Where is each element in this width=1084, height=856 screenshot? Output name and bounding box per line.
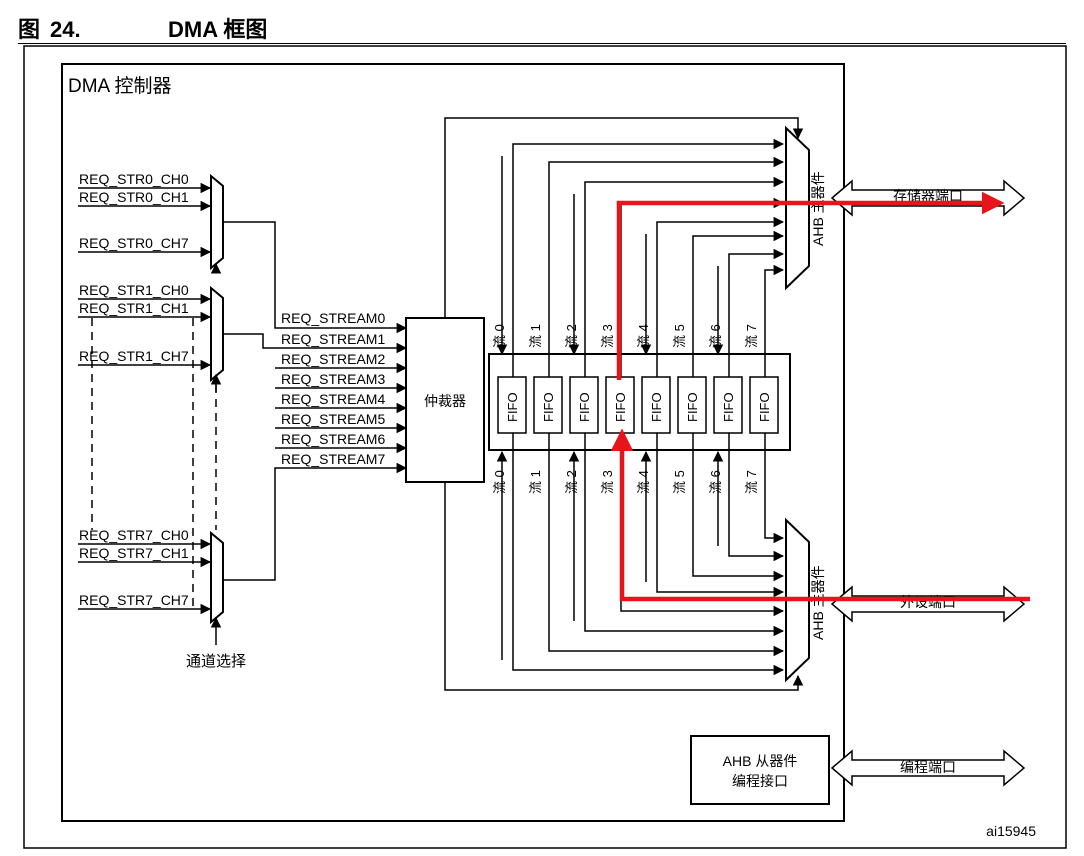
programming-port-arrow xyxy=(830,749,1026,787)
memory-port-arrow xyxy=(830,179,1026,217)
stream-label-upper-0: 流 0 xyxy=(492,324,507,348)
req-str0-ch7: REQ_STR0_CH7 xyxy=(79,235,189,251)
fifo-label-2: FIFO xyxy=(577,392,592,422)
ahb-master-upper-label: AHB 主器件 xyxy=(810,171,826,246)
fifo-upper-wire-7 xyxy=(764,264,785,377)
ahb-slave-line2: 编程接口 xyxy=(732,773,788,789)
ahb-master-upper xyxy=(785,125,810,291)
request-group-str0 xyxy=(78,182,212,258)
stream-label-lower-3: 流 3 xyxy=(600,470,615,494)
fifo-upper-wire-0 xyxy=(512,138,785,377)
req-str7-ch0: REQ_STR7_CH0 xyxy=(79,527,189,543)
arbiter-label: 仲裁器 xyxy=(424,393,466,409)
fifo-wires xyxy=(496,138,785,676)
stream-label-upper-5: 流 5 xyxy=(672,324,687,348)
fifo-lower-wire-7 xyxy=(764,433,785,544)
req-str1-ch7: REQ_STR1_CH7 xyxy=(79,348,189,364)
fifo-label-3: FIFO xyxy=(613,392,628,422)
fifo-4 xyxy=(641,376,671,434)
fifo-label-1: FIFO xyxy=(541,392,556,422)
req-stream7: REQ_STREAM7 xyxy=(281,451,385,467)
req-str0-ch1: REQ_STR0_CH1 xyxy=(79,189,189,205)
fifo-lower-wire-0 xyxy=(512,433,785,676)
fifo-lower-wire-1 xyxy=(548,433,785,657)
req-stream3: REQ_STREAM3 xyxy=(281,371,385,387)
req-stream0: REQ_STREAM0 xyxy=(281,310,385,326)
arbiter-loops xyxy=(444,117,804,691)
fifo-cells: FIFO 流 0 流 0 FIFO 流 1 流 1 FIFO 流 2 流 2 FIFO 流 3 流 3… xyxy=(492,324,779,494)
req-str1-ch1: REQ_STR1_CH1 xyxy=(79,300,189,316)
ahb-slave-box xyxy=(690,735,830,805)
fifo-label-5: FIFO xyxy=(685,392,700,422)
req-str1-ch0: REQ_STR1_CH0 xyxy=(79,282,189,298)
fifo-lower-wire-4 xyxy=(656,433,785,598)
stream-label-lower-7: 流 7 xyxy=(744,470,759,494)
figure-label: 图 xyxy=(18,17,41,42)
fifo-lower-wire-5 xyxy=(692,433,785,582)
stream-wiring xyxy=(223,221,408,581)
fifo-lower-wire-2 xyxy=(584,433,785,637)
stream-label-upper-6: 流 6 xyxy=(708,324,723,348)
stream-label-lower-2: 流 2 xyxy=(564,470,579,494)
fifo-upper-wire-5 xyxy=(692,230,785,377)
peripheral-port-label: 外设端口 xyxy=(900,594,956,610)
request-group-str1 xyxy=(78,293,212,371)
req-stream1: REQ_STREAM1 xyxy=(281,331,385,347)
peripheral-path xyxy=(610,428,1030,602)
fifo-label-7: FIFO xyxy=(757,392,772,422)
stream-label-upper-3: 流 3 xyxy=(600,324,615,348)
dashed-continuation xyxy=(91,318,217,610)
fifo-7 xyxy=(749,376,779,434)
fifo-label-0: FIFO xyxy=(505,392,520,422)
figure-id: ai15945 xyxy=(986,823,1036,839)
req-stream4: REQ_STREAM4 xyxy=(281,391,385,407)
programming-port-label: 编程端口 xyxy=(900,759,956,775)
controller-box xyxy=(61,63,845,822)
figure-caption: 图 24. DMA 框图 xyxy=(18,12,267,44)
fifo-upper-wire-1 xyxy=(548,156,785,377)
req-str0-ch0: REQ_STR0_CH0 xyxy=(79,171,189,187)
controller-title: DMA 控制器 xyxy=(68,75,171,97)
request-group-str7 xyxy=(78,538,212,615)
stream-label-upper-4: 流 4 xyxy=(636,324,651,348)
memory-path xyxy=(616,191,1005,380)
req-str7-ch1: REQ_STR7_CH1 xyxy=(79,545,189,561)
outer-frame xyxy=(23,45,1067,849)
channel-select-label: 通道选择 xyxy=(186,653,246,670)
stream-label-lower-5: 流 5 xyxy=(672,470,687,494)
fifo-label-6: FIFO xyxy=(721,392,736,422)
highlight-paths xyxy=(610,191,1030,602)
stream-label-lower-4: 流 4 xyxy=(636,470,651,494)
stream-label-upper-2: 流 2 xyxy=(564,324,579,348)
memory-port-label: 存储器端口 xyxy=(893,188,963,204)
fifo-upper-wire-2 xyxy=(584,176,785,377)
fifo-6 xyxy=(713,376,743,434)
stream-label-lower-1: 流 1 xyxy=(528,470,543,494)
figure-title: DMA 框图 xyxy=(168,17,268,42)
ahb-slave-line1: AHB 从器件 xyxy=(723,753,798,769)
fifo-1 xyxy=(533,376,563,434)
figure-number: 24. xyxy=(50,17,81,42)
req-stream5: REQ_STREAM5 xyxy=(281,411,385,427)
stream-label-upper-7: 流 7 xyxy=(744,324,759,348)
stream-label-lower-6: 流 6 xyxy=(708,470,723,494)
req-stream6: REQ_STREAM6 xyxy=(281,431,385,447)
req-str7-ch7: REQ_STR7_CH7 xyxy=(79,592,189,608)
multiplexers xyxy=(210,173,224,625)
fifo-upper-wire-4 xyxy=(656,216,785,377)
fifo-upper-wire-6 xyxy=(728,248,785,377)
fifo-lower-wire-6 xyxy=(728,433,785,562)
ahb-master-lower-label: AHB 主器件 xyxy=(810,565,826,640)
fifo-5 xyxy=(677,376,707,434)
fifo-label-4: FIFO xyxy=(649,392,664,422)
stream-label-upper-1: 流 1 xyxy=(528,324,543,348)
fifo-2 xyxy=(569,376,599,434)
caption-rule xyxy=(18,43,1066,44)
peripheral-port-arrow xyxy=(830,585,1026,623)
req-stream2: REQ_STREAM2 xyxy=(281,351,385,367)
fifo-0 xyxy=(497,376,527,434)
stream-label-lower-0: 流 0 xyxy=(492,470,507,494)
